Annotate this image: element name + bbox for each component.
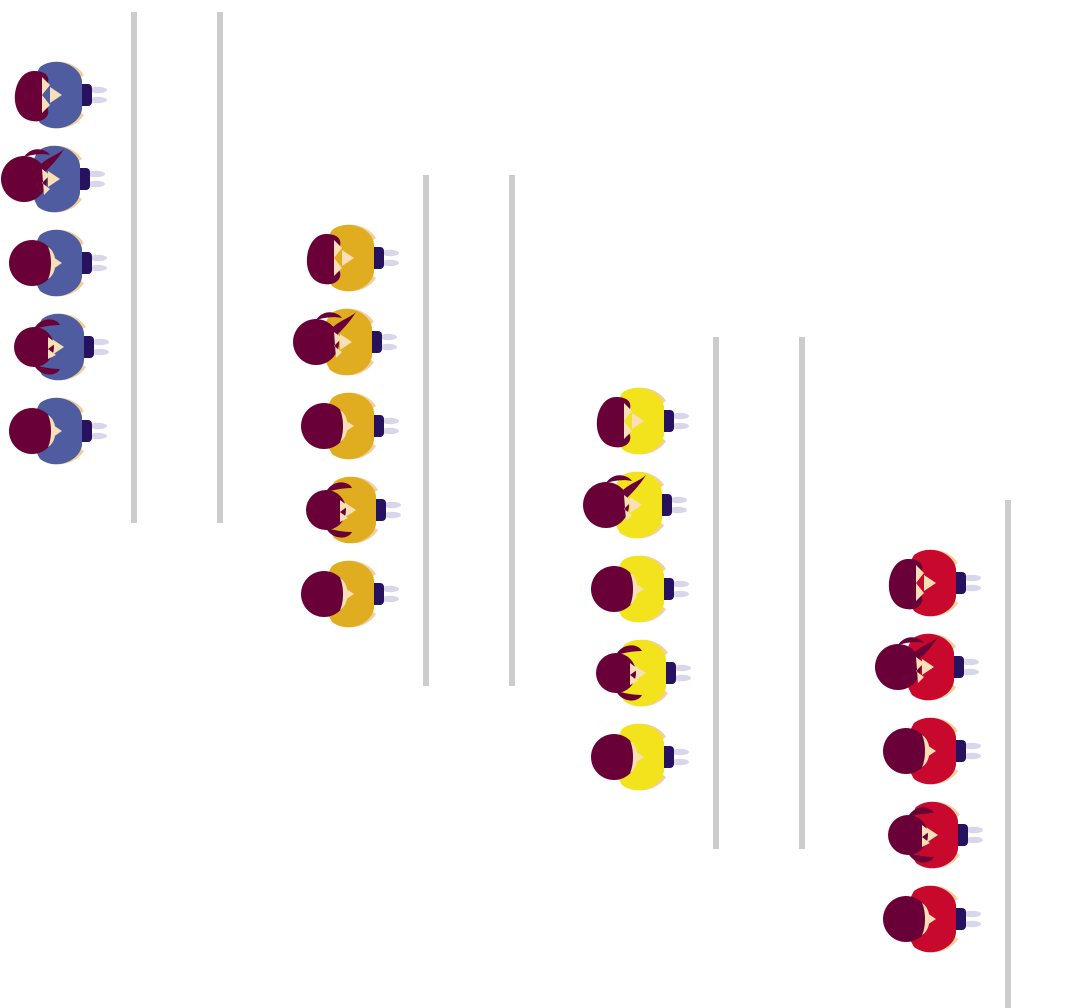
person-figure (888, 801, 983, 869)
orange-team-group (293, 224, 401, 628)
person-figure (9, 397, 107, 465)
person-figure (14, 313, 109, 381)
person-figure (596, 639, 691, 707)
person-figure (306, 476, 401, 544)
person-figure (1, 145, 105, 213)
person-figure (306, 224, 399, 292)
person-figure (14, 61, 107, 129)
person-figure (301, 392, 399, 460)
person-figure (293, 308, 397, 376)
person-figure (583, 471, 687, 539)
person-figure (596, 387, 689, 455)
person-figure (883, 717, 981, 785)
divider-lines (131, 12, 1011, 1008)
person-figure (301, 560, 399, 628)
person-figure (9, 229, 107, 297)
yellow-team-group (583, 387, 691, 791)
blue-team-group (1, 61, 109, 465)
people-groups (1, 61, 983, 953)
person-figure (875, 633, 979, 701)
person-figure (591, 723, 689, 791)
red-team-group (875, 549, 983, 953)
person-figure (591, 555, 689, 623)
person-figure (888, 549, 981, 617)
person-figure (883, 885, 981, 953)
